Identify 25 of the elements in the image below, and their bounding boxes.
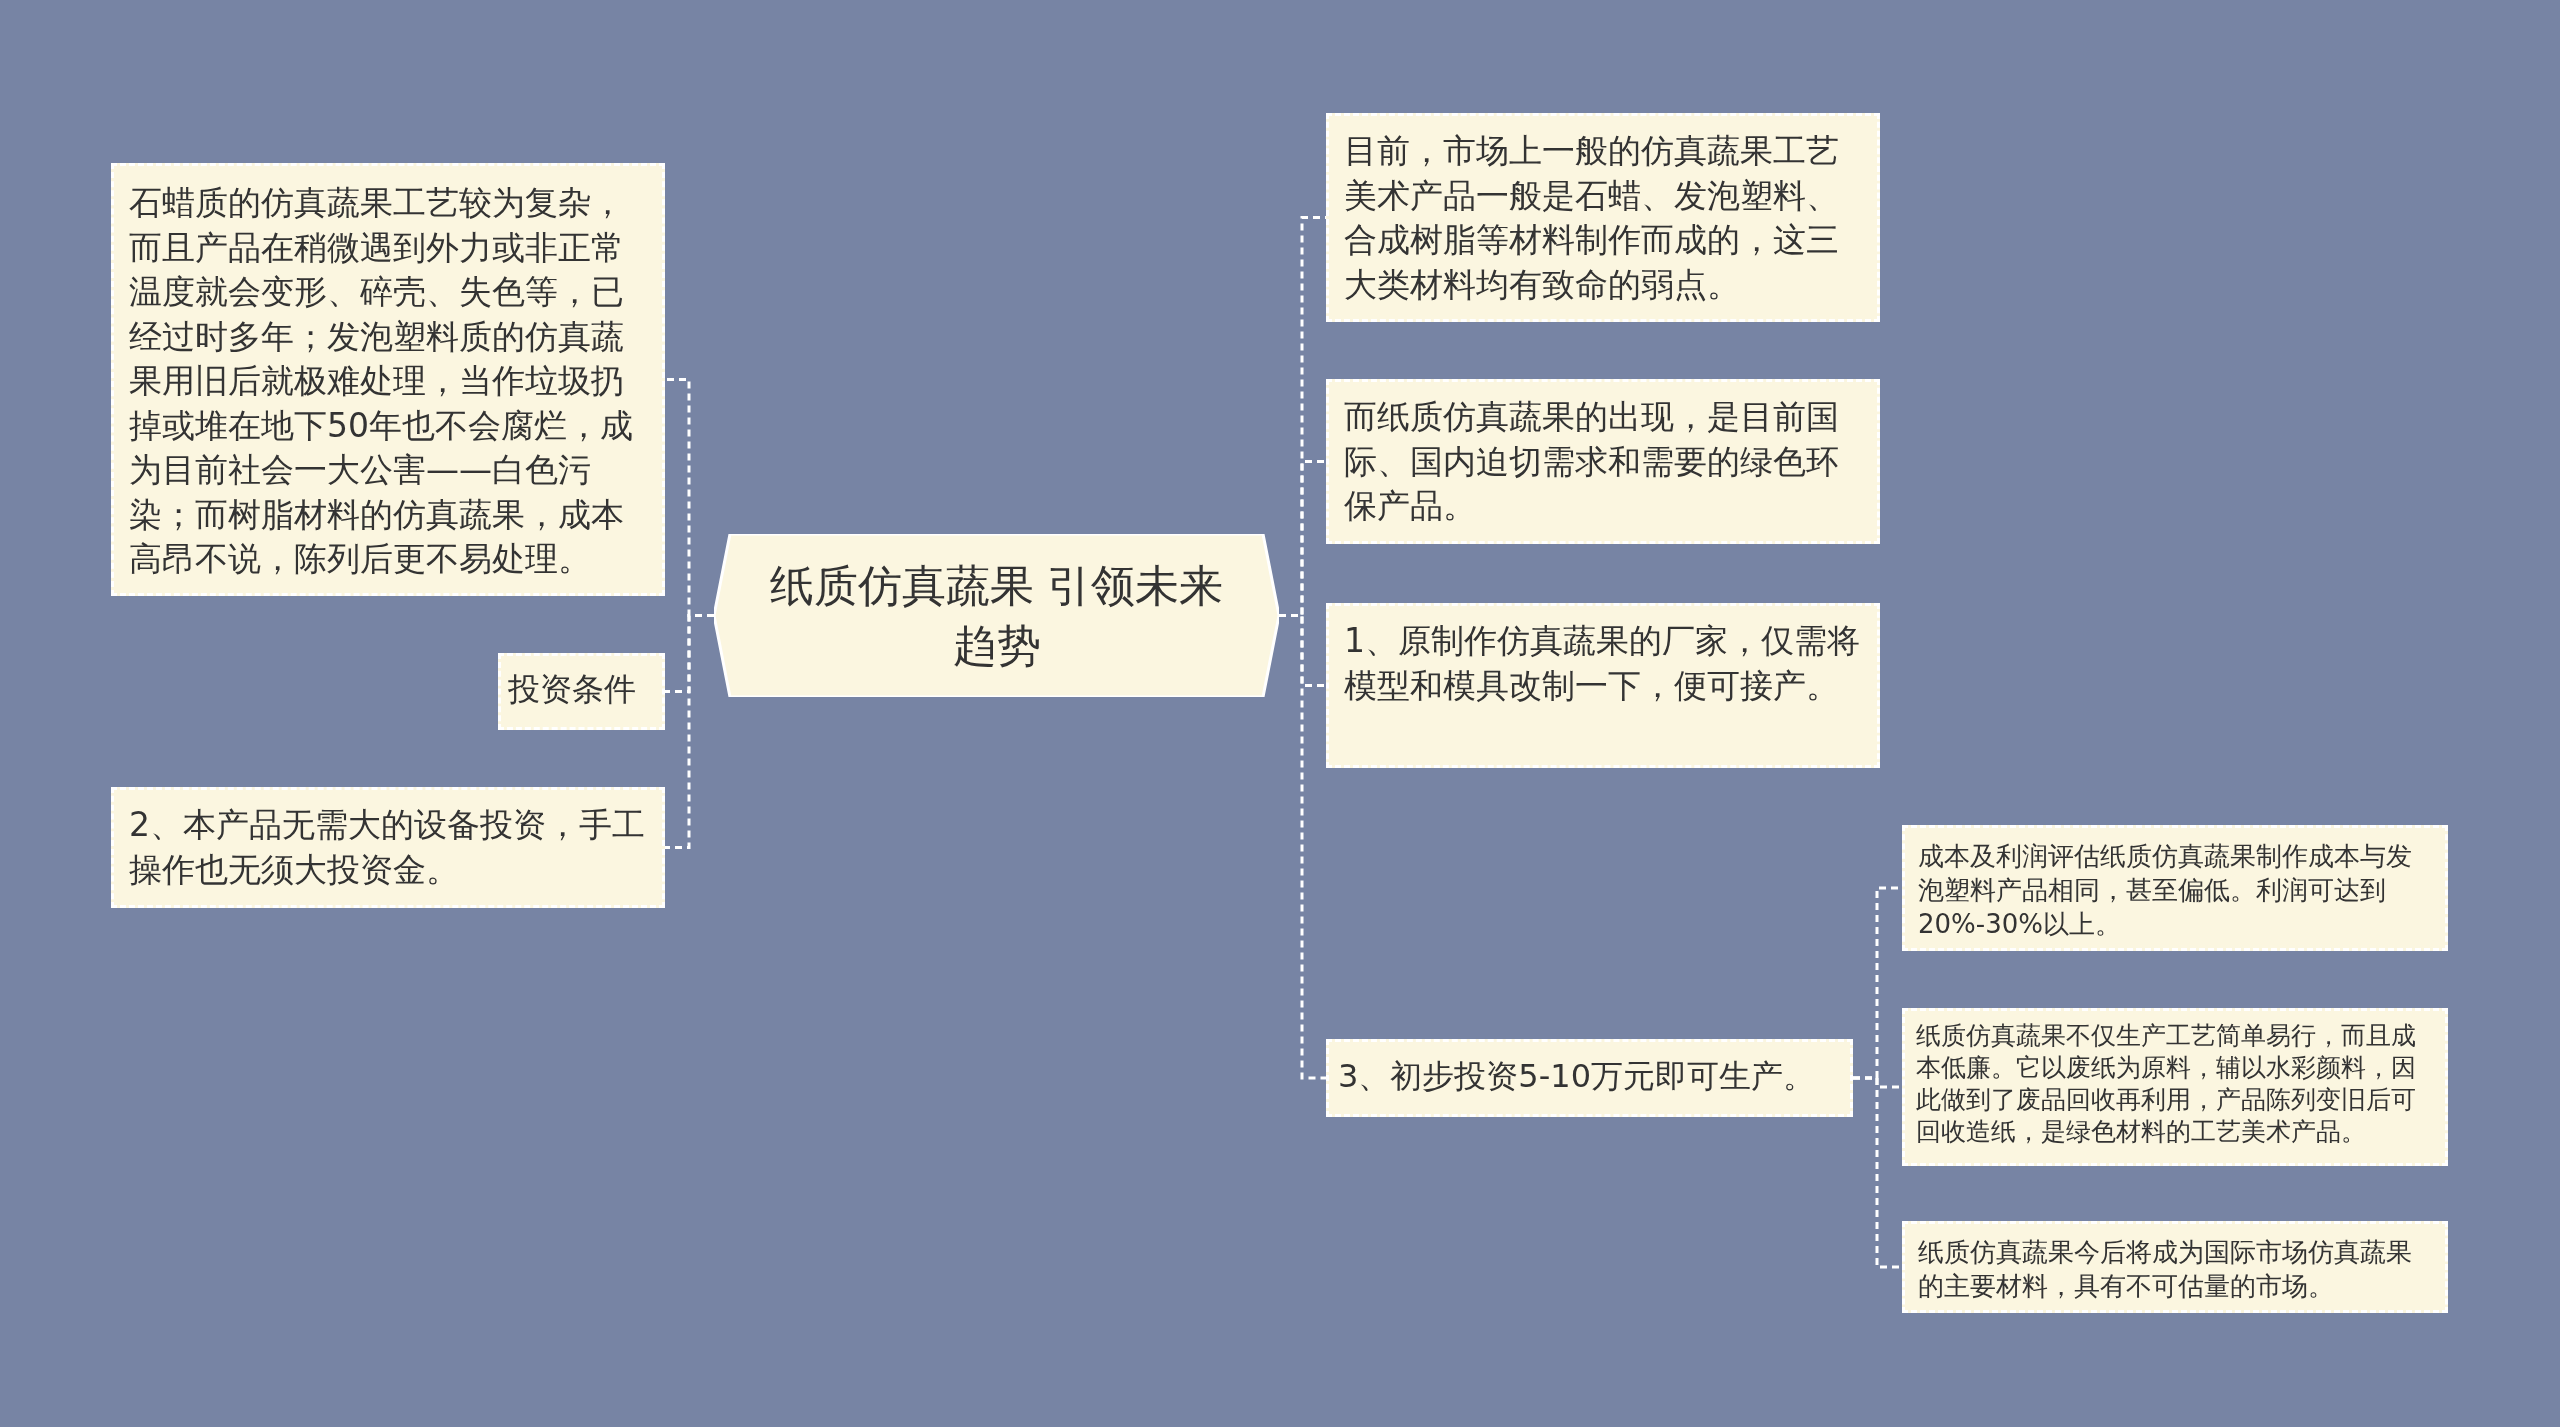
text-box [1902,1221,2448,1313]
text: 而纸质仿真蔬果的出现，是目前国际、国内迫切需求和需要的绿色环保产品。 [1344,396,1840,527]
connector-line [665,614,714,849]
text-box [1902,825,2448,951]
text: 3、初步投资5-10万元即可生产。 [1338,1056,1816,1097]
text-box [1326,603,1880,768]
text: 投资条件 [508,669,637,710]
text: 石蜡质的仿真蔬果工艺较为复杂，而且产品在稍微遇到外力或非正常温度就会变形、碎壳、失色等，已经过时多年；发泡塑料质的仿真蔬果用旧后就极难处理，当作垃圾扔掉或堆在地下50年也不会腐烂，成为目前社会一大公害——白色污染；而树脂材料的仿真蔬果，成本高昂不说，陈列后更不易处理。 [129,182,634,580]
text-box [498,653,665,730]
connector-line [1279,614,1326,1080]
text-box [1326,379,1880,544]
text: 1、原制作仿真蔬果的厂家，仅需将模型和模具改制一下，便可接产。 [1344,620,1861,707]
text-box [1326,113,1880,322]
text-box [111,163,665,596]
text-box [111,787,665,908]
text: 纸质仿真蔬果今后将成为国际市场仿真蔬果的主要材料，具有不可估量的市场。 [1918,1236,2413,1303]
text: 2、本产品无需大的设备投资，手工操作也无须大投资金。 [129,804,646,891]
text-box [1326,1039,1853,1117]
connector-line [1853,1076,1902,1269]
topic-title: 纸质仿真蔬果 引领未来趋势 [768,558,1225,673]
text-box [1902,1008,2448,1166]
text: 纸质仿真蔬果不仅生产工艺简单易行，而且成本低廉。它以废纸为原料，辅以水彩颜料，因此做到了废品回收再利用，产品陈列变旧后可回收造纸，是绿色材料的工艺美术产品。 [1916,1020,2417,1148]
topic-hexagon [714,534,1279,697]
text: 目前，市场上一般的仿真蔬果工艺美术产品一般是石蜡、发泡塑料、合成树脂等材料制作而成的，这三大类材料均有致命的弱点。 [1344,130,1840,306]
text: 成本及利润评估纸质仿真蔬果制作成本与发泡塑料产品相同，甚至偏低。利润可达到20%-30%以上。 [1918,840,2413,941]
